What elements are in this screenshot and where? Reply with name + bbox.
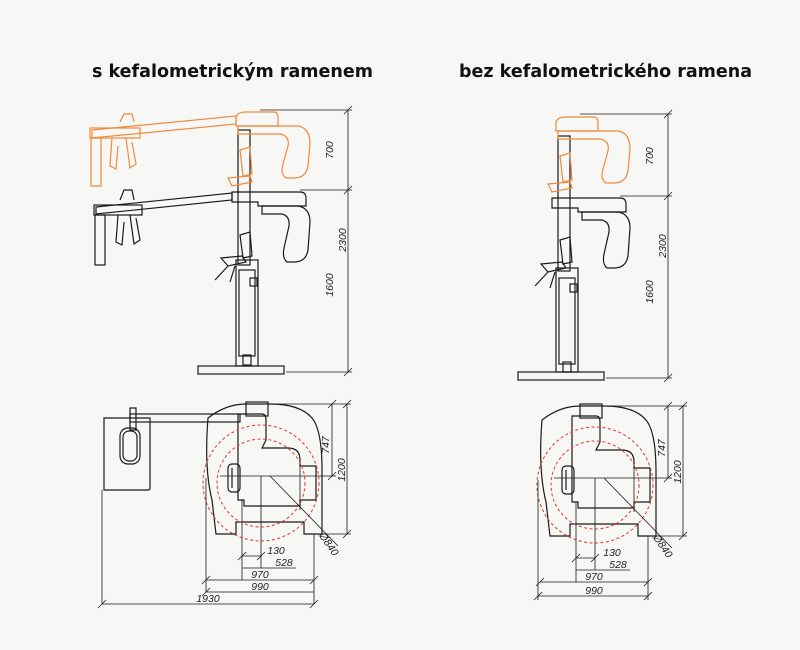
head-unit-lower <box>231 191 307 207</box>
left-height-dims: 700 2300 1600 <box>260 105 353 377</box>
head-sensor-lower <box>261 205 311 263</box>
dim-1600: 1600 <box>324 273 336 297</box>
dim-700: 700 <box>324 141 336 159</box>
right-side-elevation <box>517 135 631 381</box>
ceph-plate-top <box>103 417 151 491</box>
dim-970: 970 <box>251 569 269 581</box>
chin-rest <box>219 255 247 267</box>
left-side-elevation <box>93 129 311 375</box>
dim-1930: 1930 <box>196 593 220 605</box>
dim-747-right: 747 <box>656 438 668 457</box>
title-with-ceph-arm: s kefalometrickým ramenem <box>92 62 373 82</box>
right-height-dims: 700 2300 1600 <box>580 109 673 383</box>
ceph-arm-lower <box>95 192 233 215</box>
ceph-arm-upper <box>91 115 237 139</box>
dim-528: 528 <box>275 557 293 569</box>
right-raised-position <box>547 116 631 193</box>
left-plan-dims: 747 1200 Ø840 130 528 970 990 1930 <box>97 399 352 609</box>
dim-1200-right: 1200 <box>672 460 684 484</box>
dim-1600-right: 1600 <box>644 280 656 304</box>
unit-footprint <box>206 403 323 535</box>
dim-1200: 1200 <box>336 458 348 482</box>
dim-2300: 2300 <box>337 228 349 253</box>
dim-700-right: 700 <box>644 147 656 165</box>
base-plate <box>197 365 285 375</box>
ceph-cassette <box>94 214 106 266</box>
column <box>235 259 259 367</box>
dim-2300-right: 2300 <box>657 234 669 259</box>
title-without-ceph-arm: bez kefalometrického ramena <box>459 62 753 82</box>
dim-130: 130 <box>267 545 285 557</box>
dim-990: 990 <box>251 581 269 593</box>
right-top-view <box>540 403 657 537</box>
dim-970-right: 970 <box>585 571 603 583</box>
dim-130-right: 130 <box>603 547 621 559</box>
right-plan-dims: 747 1200 Ø840 130 528 970 990 <box>533 401 688 601</box>
head-unit-upper <box>235 111 279 127</box>
dim-990-right: 990 <box>585 585 603 597</box>
dim-747: 747 <box>320 435 332 454</box>
left-top-view <box>103 401 323 535</box>
dim-528-right: 528 <box>609 559 627 571</box>
left-raised-position <box>89 111 311 187</box>
